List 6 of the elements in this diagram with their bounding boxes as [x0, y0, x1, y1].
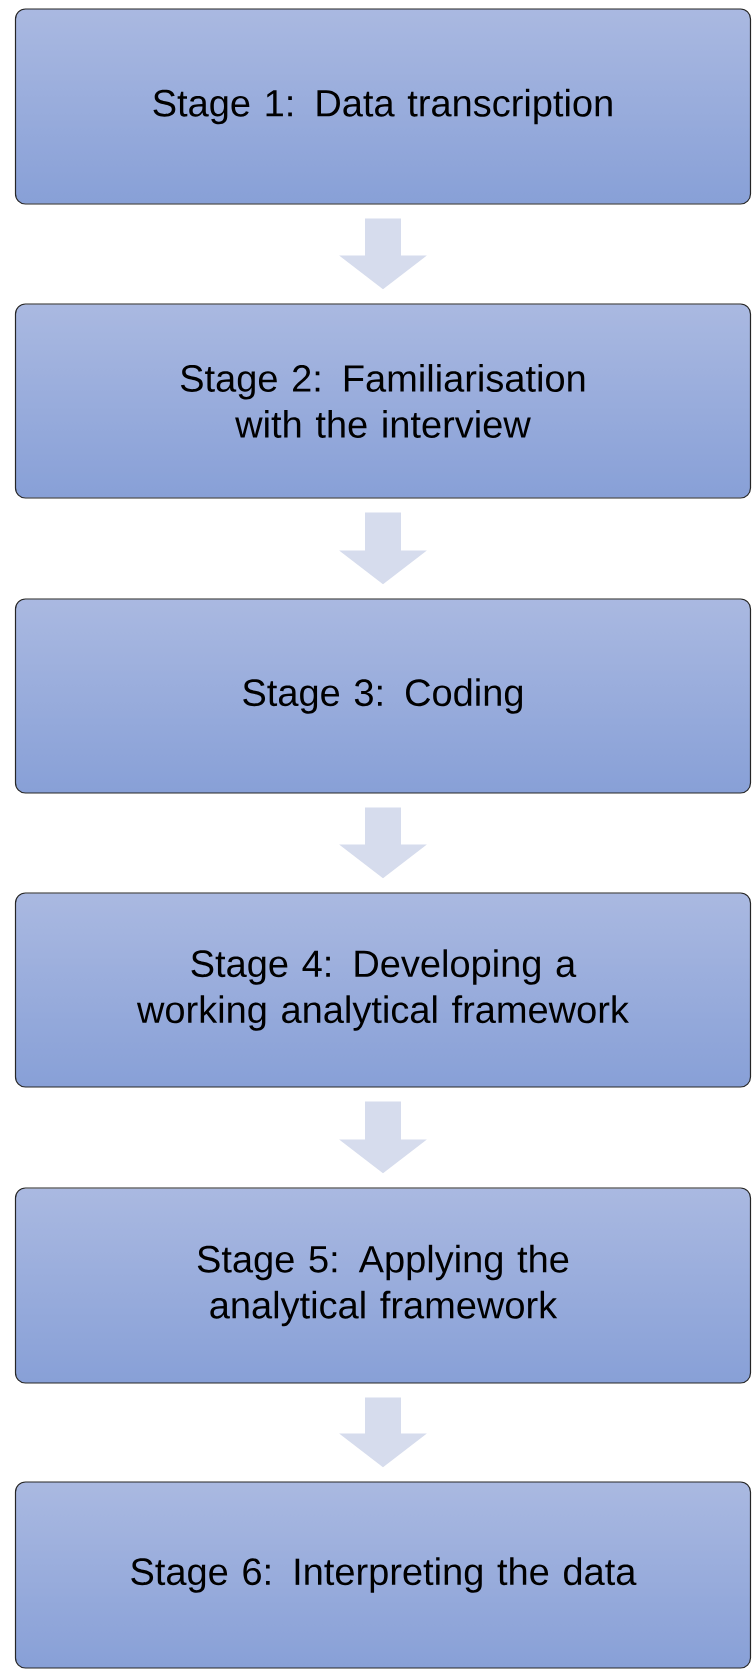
stage-box: Stage 4: Developing a working analytical framework: [14, 892, 752, 1088]
stage-box: Stage 3: Coding: [14, 598, 752, 794]
stage-box: Stage 6: Interpreting the data: [14, 1481, 752, 1669]
stage-box: Stage 5: Applying the analytical framework: [14, 1187, 752, 1384]
stage-box: Stage 2: Familiarisation with the interview: [14, 303, 752, 499]
stage-box: Stage 1: Data transcription: [14, 8, 752, 205]
